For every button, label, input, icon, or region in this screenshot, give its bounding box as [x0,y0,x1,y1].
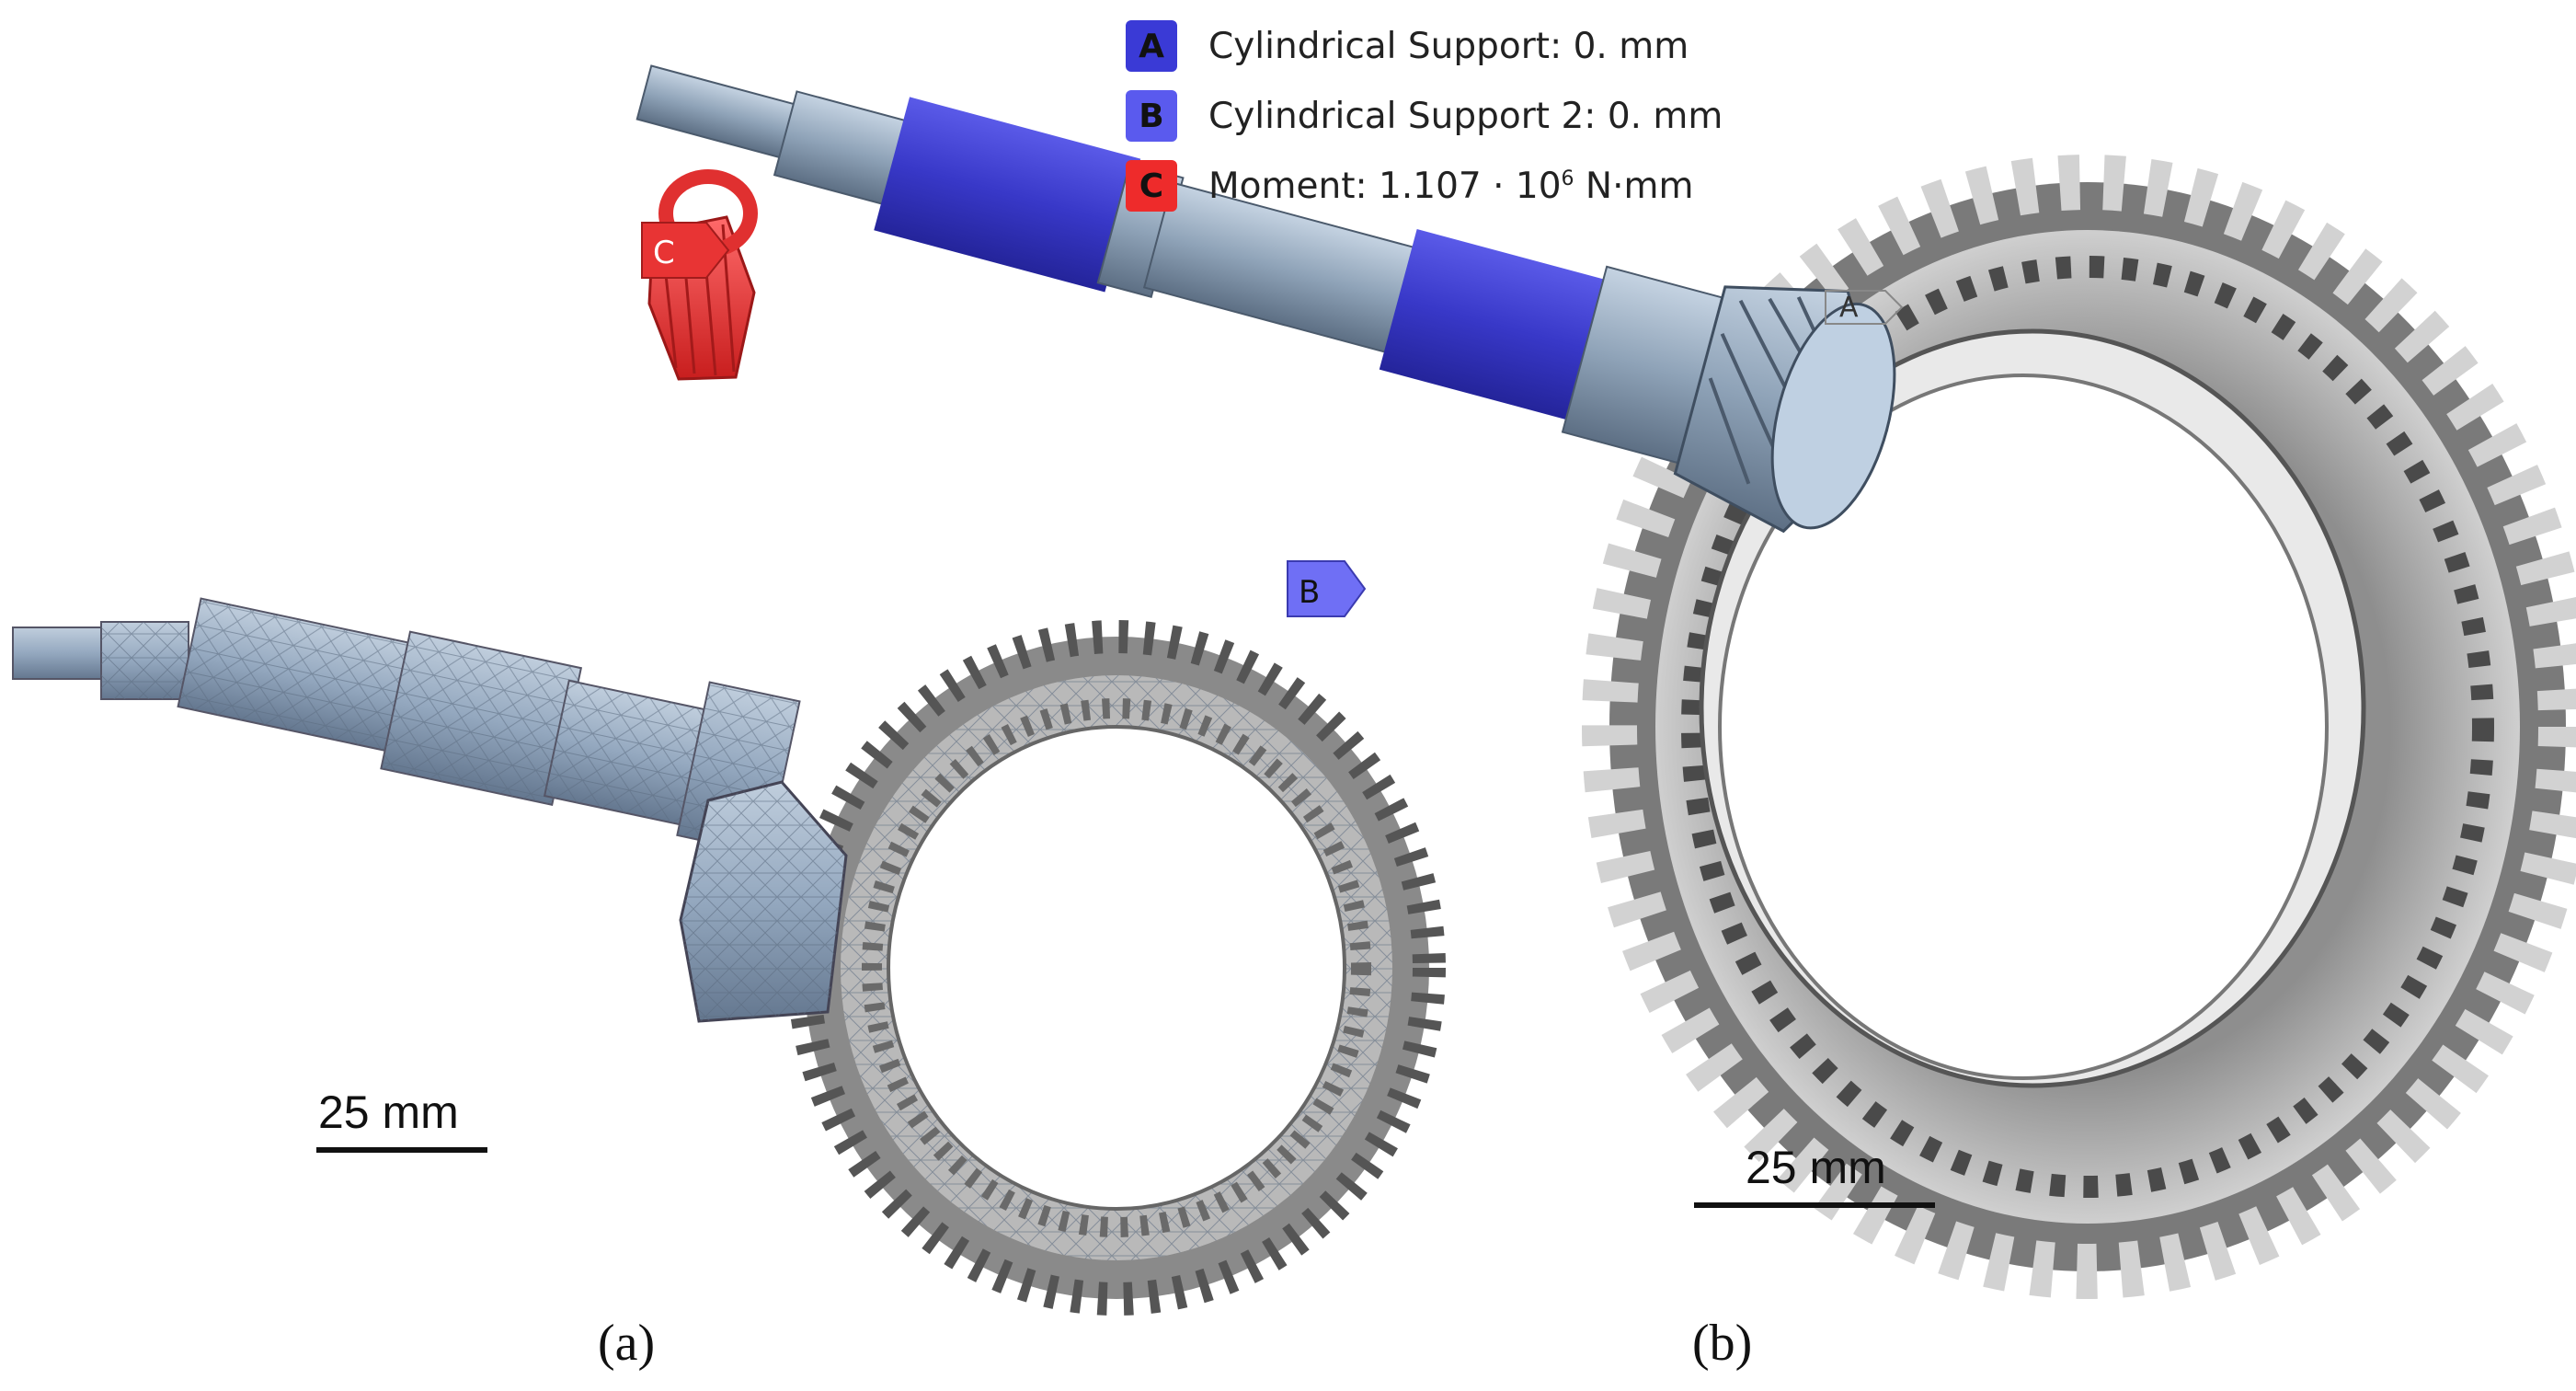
panel-b-assembly [635,64,2576,1299]
ring-gear-a [787,620,1446,1316]
pinion-shaft-b [635,64,1896,534]
legend-label-c-suffix: N·mm [1574,165,1694,207]
marker-c: C [641,222,730,279]
legend-label-b: Cylindrical Support 2: 0. mm [1208,95,1723,137]
legend-key-a: A [1126,20,1177,72]
panel-label-a: (a) [598,1315,656,1372]
marker-a: A [1825,290,1904,325]
legend-key-b: B [1126,90,1177,142]
legend-item-a: A Cylindrical Support: 0. mm [1126,11,1723,81]
legend-label-c: Moment: 1.107 · 106 N·mm [1208,166,1693,207]
legend-item-c: C Moment: 1.107 · 106 N·mm [1126,151,1723,221]
marker-b: B [1287,560,1367,617]
legend-label-a: Cylindrical Support: 0. mm [1208,25,1689,67]
panel-label-b: (b) [1692,1315,1753,1372]
legend-label-c-prefix: Moment: 1.107 · 10 [1208,165,1562,207]
legend-label-c-exponent: 6 [1561,167,1574,190]
panel-a-assembly [12,597,1446,1316]
marker-b-label: B [1299,574,1320,611]
marker-c-label: C [653,235,675,271]
legend-item-b: B Cylindrical Support 2: 0. mm [1126,81,1723,151]
marker-a-label: A [1839,292,1859,324]
scale-bar-a-label: 25 mm [318,1086,459,1138]
boundary-condition-legend: A Cylindrical Support: 0. mm B Cylindric… [1126,11,1723,221]
scale-bar-a [316,1147,487,1153]
pinion-shaft-a [12,597,848,1023]
legend-key-c: C [1126,160,1177,212]
scale-bar-b-label: 25 mm [1746,1142,1886,1193]
scale-bar-b [1694,1202,1935,1208]
